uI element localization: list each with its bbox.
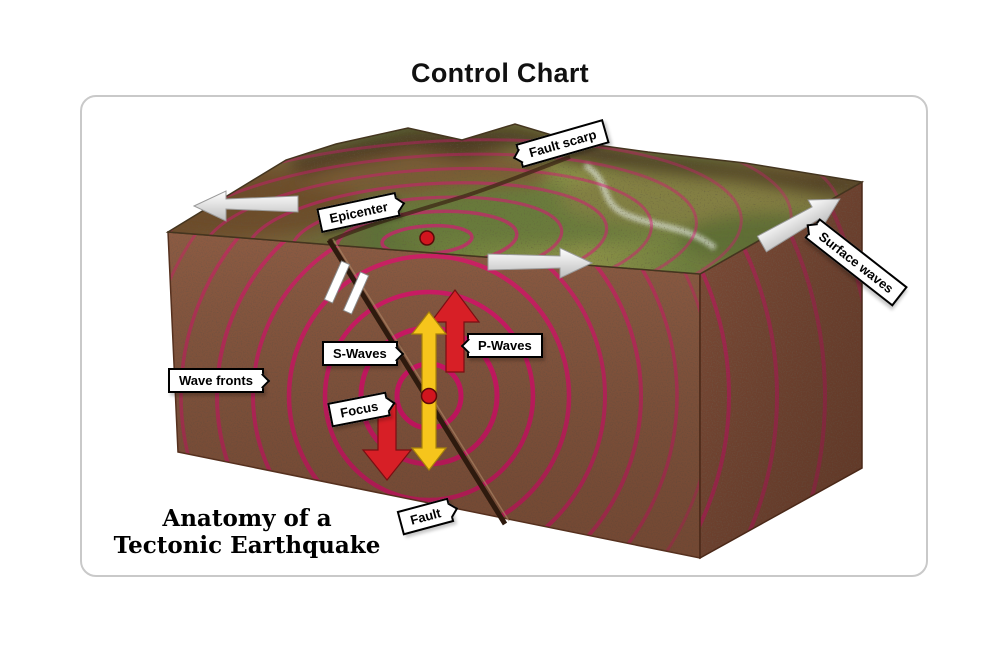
label-p-waves: P-Waves xyxy=(467,333,543,358)
left-motion-arrow xyxy=(192,190,299,222)
caption-line-2: Tectonic Earthquake xyxy=(113,532,381,560)
caption-line-1: Anatomy of a xyxy=(162,505,332,532)
right-motion-arrow xyxy=(487,247,594,279)
fault-scarp-trace xyxy=(328,155,571,243)
label-wave-fronts: Wave fronts xyxy=(168,368,264,393)
page-title: Control Chart xyxy=(411,58,589,88)
focus-marker xyxy=(420,387,438,405)
motion-arrows xyxy=(192,190,841,279)
terrain-outline xyxy=(165,123,865,275)
epicenter-marker xyxy=(419,230,435,246)
fault-slip-marks xyxy=(323,260,370,315)
diagram-caption: Anatomy of a Tectonic Earthquake xyxy=(112,505,382,559)
label-s-waves: S-Waves xyxy=(322,341,398,366)
